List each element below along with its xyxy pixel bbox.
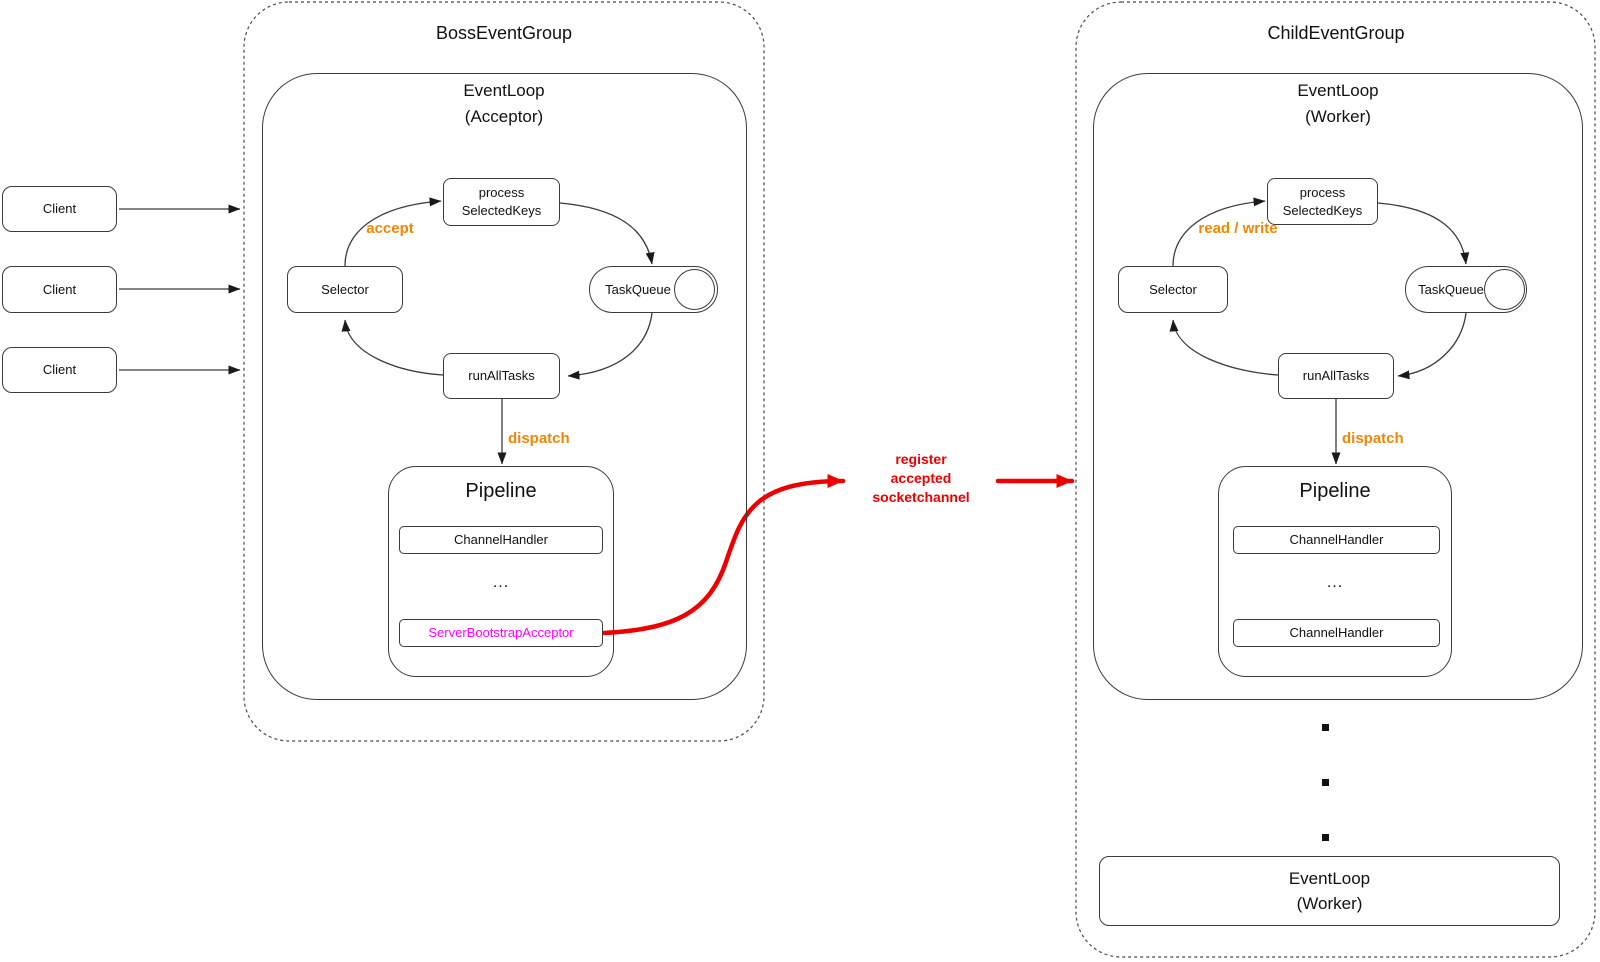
acceptor-event-loop-title: EventLoop (Acceptor) <box>463 81 545 126</box>
continuation-dot <box>1322 834 1329 841</box>
accept-arrow-selector-to-process <box>344 197 442 267</box>
child-event-group-border <box>1075 1 1596 958</box>
task-queue-node: TaskQueue <box>1405 266 1527 313</box>
process-selected-keys-node: process SelectedKeys <box>1267 178 1378 225</box>
run-all-tasks-node: runAllTasks <box>1278 353 1394 399</box>
task-queue-cylinder-cap <box>674 269 715 310</box>
taskqueue-to-runalltasks-arrow <box>567 312 653 380</box>
register-label: register accepted socketchannel <box>872 451 970 505</box>
selector-node: Selector <box>1118 266 1228 313</box>
channel-handler-node: ChannelHandler <box>1233 526 1440 554</box>
client-node: Client <box>2 266 117 313</box>
worker-event-loop-more-node: EventLoop (Worker) <box>1099 856 1560 926</box>
readwrite-arrow-selector-to-process <box>1172 197 1266 267</box>
channel-handler-node: ChannelHandler <box>1233 619 1440 647</box>
taskqueue-to-runalltasks-arrow <box>1397 312 1467 380</box>
accept-label: accept <box>366 220 414 237</box>
runalltasks-to-selector-arrow <box>1169 319 1279 376</box>
process-to-taskqueue-arrow <box>1377 202 1470 265</box>
acceptor-event-loop-container <box>262 73 747 700</box>
continuation-dot <box>1322 779 1329 786</box>
server-bootstrap-acceptor-node: ServerBootstrapAcceptor <box>399 619 603 647</box>
task-queue-label: TaskQueue <box>605 281 671 297</box>
pipeline-title-boss: Pipeline <box>465 480 537 502</box>
process-to-taskqueue-arrow <box>559 202 655 265</box>
register-curve-arrow <box>601 474 846 636</box>
child-event-group-title: ChildEventGroup <box>1267 23 1405 43</box>
pipeline-ellipsis: ... <box>1326 574 1344 591</box>
dispatch-label-child: dispatch <box>1342 430 1404 447</box>
channel-handler-node: ChannelHandler <box>399 526 603 554</box>
pipeline-container-child <box>1218 466 1452 677</box>
dispatch-label-boss: dispatch <box>508 430 570 447</box>
worker-event-loop-container <box>1093 73 1583 700</box>
task-queue-cylinder-cap <box>1484 269 1525 310</box>
runalltasks-to-selector-arrow <box>341 319 444 376</box>
continuation-dot <box>1322 724 1329 731</box>
run-all-tasks-node: runAllTasks <box>443 353 560 399</box>
pipeline-container-boss <box>388 466 614 677</box>
read-write-label: read / write <box>1198 220 1278 237</box>
worker-event-loop-title: EventLoop (Worker) <box>1297 81 1379 126</box>
selector-node: Selector <box>287 266 403 313</box>
boss-event-group-title: BossEventGroup <box>435 23 573 43</box>
pipeline-ellipsis: ... <box>492 574 510 591</box>
boss-event-group-border <box>243 1 765 742</box>
client-node: Client <box>2 347 117 393</box>
task-queue-label: TaskQueue <box>1418 281 1484 297</box>
client-node: Client <box>2 186 117 232</box>
process-selected-keys-node: process SelectedKeys <box>443 178 560 226</box>
task-queue-node: TaskQueue <box>589 266 718 313</box>
pipeline-title-child: Pipeline <box>1299 480 1371 502</box>
